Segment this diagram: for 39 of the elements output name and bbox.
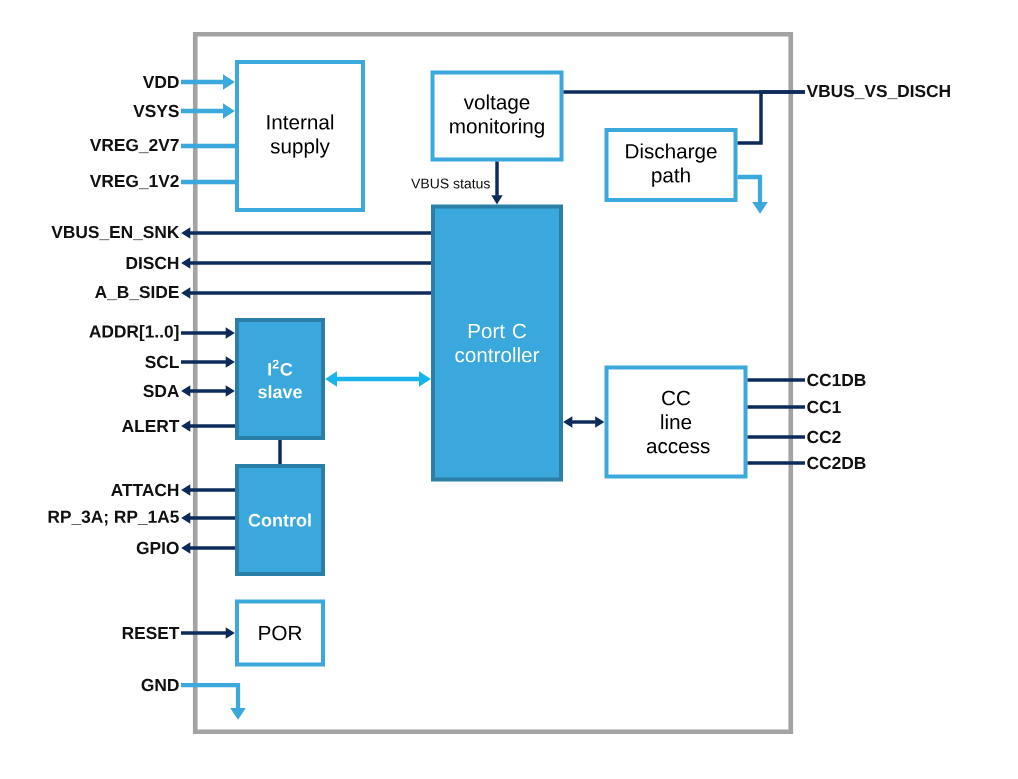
signal-line bbox=[181, 179, 235, 185]
pin-label: VREG_1V2 bbox=[89, 174, 179, 190]
pin-label: SDA bbox=[143, 384, 179, 398]
function-block: Internal supply bbox=[235, 60, 365, 212]
pin-label: GND bbox=[141, 678, 179, 692]
signal-line bbox=[737, 90, 805, 145]
pin-label: CC1 bbox=[807, 400, 841, 414]
pin-label: VDD bbox=[142, 76, 179, 88]
signal-line bbox=[747, 461, 805, 465]
signal-line bbox=[747, 405, 805, 409]
signal-line bbox=[747, 378, 805, 382]
function-block: Discharge path bbox=[604, 128, 738, 202]
function-block: CC line access bbox=[604, 365, 748, 479]
pin-label: GPIO bbox=[136, 541, 179, 555]
function-block: I$^{2}$C slave bbox=[235, 318, 325, 440]
pin-label: RESET bbox=[122, 626, 180, 640]
pin-label: VBUS_VS_DISCH bbox=[806, 84, 950, 100]
pin-label: A_B_SIDE bbox=[95, 285, 179, 301]
pin-label: RP_3A; RP_1A5 bbox=[48, 510, 179, 526]
pin-label: VSYS bbox=[133, 104, 179, 118]
pin-label: CC1DB bbox=[807, 373, 866, 387]
controller-block: Port C controller bbox=[431, 204, 563, 482]
chip-outline bbox=[192, 31, 794, 735]
edge-label: VBUS status bbox=[409, 177, 492, 190]
signal-line bbox=[181, 143, 235, 149]
pin-label: DISCH bbox=[126, 256, 179, 270]
pin-label: CC2DB bbox=[807, 456, 866, 470]
pin-label: VREG_2V7 bbox=[89, 138, 179, 154]
pin-label: ATTACH bbox=[111, 483, 179, 497]
pin-label: CC2 bbox=[807, 430, 841, 444]
signal-line bbox=[278, 440, 282, 464]
pin-label: SCL bbox=[145, 355, 179, 369]
function-block: POR bbox=[235, 599, 325, 667]
function-block: Control bbox=[235, 464, 325, 576]
pin-label: VBUS_EN_SNK bbox=[51, 225, 180, 241]
pin-label: ALERT bbox=[122, 420, 180, 432]
function-block: voltage monitoring bbox=[430, 70, 564, 162]
signal-line bbox=[747, 435, 805, 439]
pin-label: ADDR[1..0] bbox=[89, 324, 179, 342]
